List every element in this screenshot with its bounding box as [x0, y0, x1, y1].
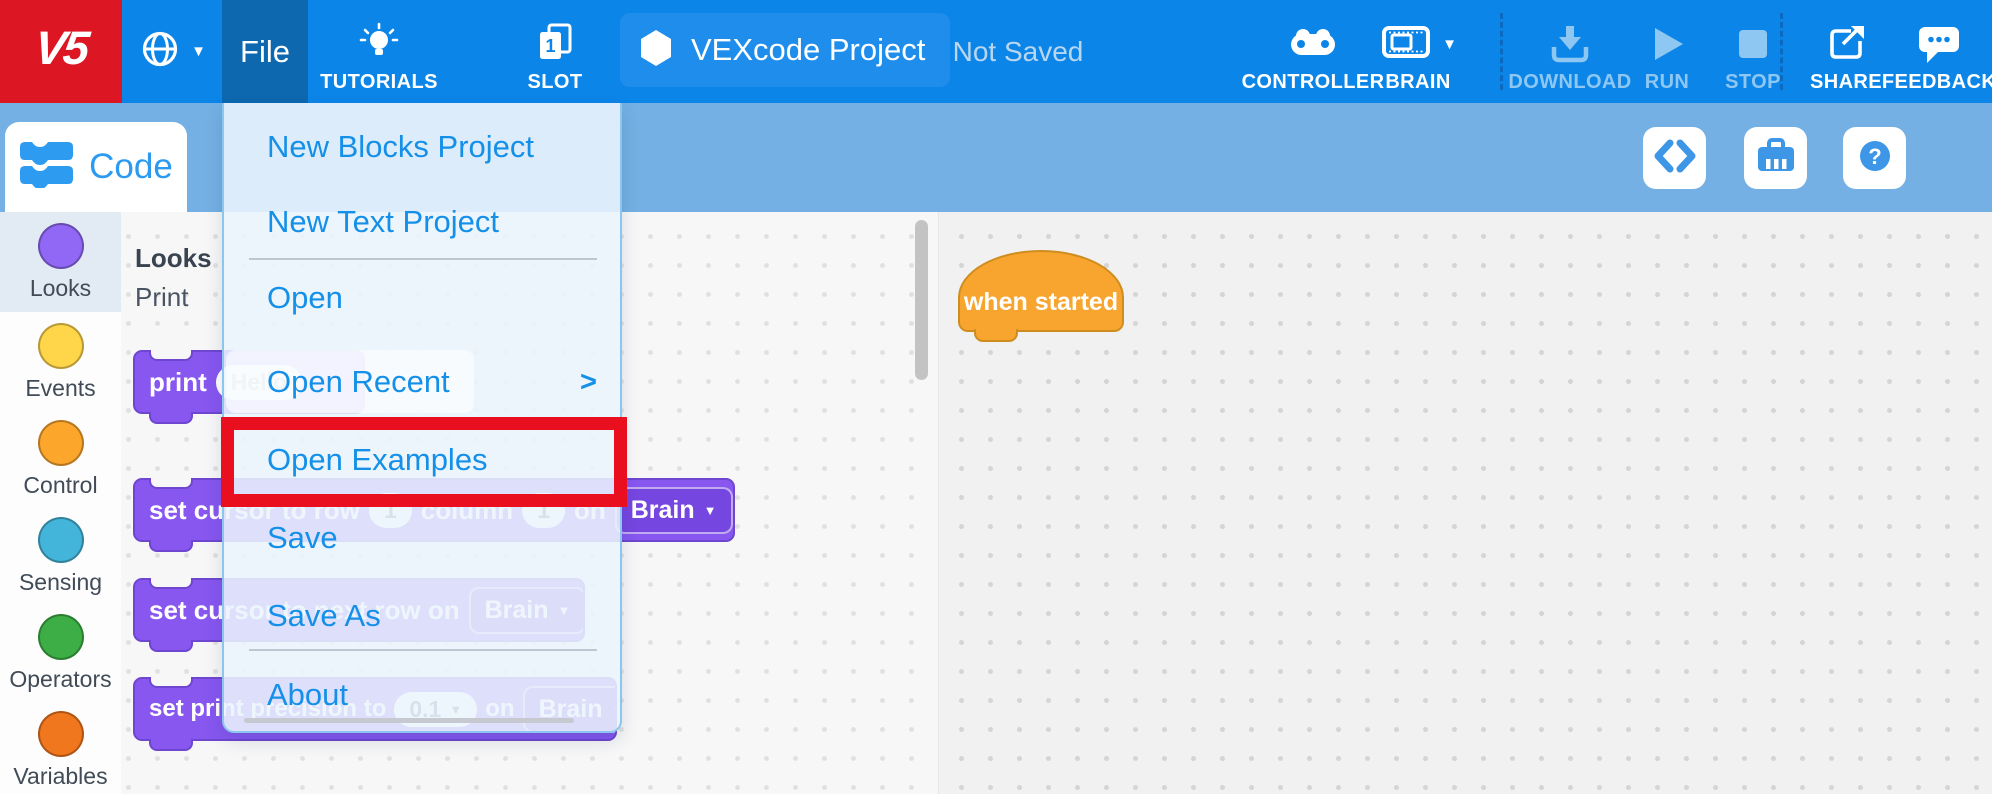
download-button[interactable]: DOWNLOAD [1508, 0, 1631, 103]
logo-text: V5 [32, 20, 90, 74]
top-toolbar: V5 ▼ File TUTORIALS 1 SLOT [0, 0, 1992, 103]
run-label: RUN [1644, 71, 1690, 93]
tutorials-button[interactable]: TUTORIALS [318, 0, 440, 103]
download-label: DOWNLOAD [1508, 71, 1632, 93]
palette-section-label: Print [135, 282, 189, 312]
toolbox-button[interactable] [1744, 127, 1807, 189]
feedback-bubble-icon [1915, 20, 1963, 68]
sensing-category-dot [37, 517, 84, 563]
tutorials-label: TUTORIALS [320, 71, 438, 93]
control-category-dot [37, 420, 84, 466]
menu-divider [249, 258, 597, 260]
events-category-dot [37, 323, 84, 369]
toolbar-separator [1780, 13, 1783, 90]
sidebar-item-sensing[interactable]: Sensing [0, 506, 121, 603]
menu-item-new-blocks-project[interactable]: New Blocks Project [267, 129, 535, 164]
looks-category-dot [37, 223, 84, 269]
chevron-down-icon: ▼ [703, 502, 717, 518]
globe-icon [138, 27, 182, 76]
lightbulb-icon [356, 20, 402, 68]
run-button[interactable]: RUN [1624, 0, 1710, 103]
language-globe-button[interactable]: ▼ [122, 0, 222, 103]
menu-hover-highlight [226, 350, 474, 413]
controller-button[interactable]: CONTROLLER [1242, 0, 1384, 103]
workspace-canvas[interactable]: when started [938, 212, 1992, 794]
vex-v5-logo: V5 [0, 0, 122, 103]
tab-code[interactable]: Code [5, 122, 187, 212]
brain-button[interactable]: ▼ BRAIN [1358, 0, 1478, 103]
sidebar-item-events[interactable]: Events [0, 312, 121, 409]
help-button[interactable]: ? [1843, 127, 1906, 189]
slot-number: 1 [545, 36, 555, 56]
slot-button[interactable]: 1 SLOT [520, 0, 590, 103]
svg-text:?: ? [1868, 144, 1881, 169]
angle-brackets-icon [1651, 138, 1699, 179]
project-title-pill[interactable]: VEXcode Project [620, 13, 950, 87]
menu-item-open-recent[interactable]: Open Recent [267, 364, 450, 399]
controller-label: CONTROLLER [1241, 71, 1385, 93]
menu-item-save[interactable]: Save [267, 520, 338, 555]
blocks-icon [19, 138, 77, 197]
device-dropdown[interactable]: Brain ▼ [614, 486, 733, 534]
tab-code-label: Code [89, 147, 173, 186]
project-title: VEXcode Project [691, 32, 926, 67]
save-status: Not Saved [952, 35, 1084, 67]
feedback-button[interactable]: FEEDBACK [1882, 0, 1992, 103]
menu-item-about[interactable]: About [267, 677, 349, 712]
toolbox-icon [1753, 135, 1799, 182]
stop-button[interactable]: STOP [1714, 0, 1792, 103]
palette-scrollbar[interactable] [915, 220, 928, 380]
sidebar-item-variables[interactable]: Variables [0, 700, 121, 794]
file-menu-button[interactable]: File [222, 0, 308, 103]
file-menu-label: File [240, 33, 290, 69]
menu-item-open[interactable]: Open [267, 280, 343, 315]
controller-icon [1285, 20, 1341, 68]
stop-label: STOP [1725, 71, 1781, 93]
brain-icon [1379, 21, 1433, 68]
menu-scroll-track [244, 718, 574, 723]
share-label: SHARE [1809, 71, 1882, 93]
share-button[interactable]: SHARE [1800, 0, 1892, 103]
block-category-sidebar: Looks Events Control Sensing Operators V… [0, 212, 121, 794]
sidebar-item-looks[interactable]: Looks [0, 212, 121, 312]
sidebar-item-operators[interactable]: Operators [0, 603, 121, 700]
chevron-down-icon: ▼ [1442, 35, 1457, 53]
stop-square-icon [1734, 20, 1772, 68]
play-icon [1647, 20, 1687, 68]
sidebar-item-control[interactable]: Control [0, 409, 121, 506]
hexagon-icon [638, 28, 674, 73]
menu-item-save-as[interactable]: Save As [267, 598, 381, 633]
variables-category-dot [37, 711, 84, 757]
slot-pages-icon: 1 [532, 20, 578, 68]
share-icon [1823, 20, 1869, 68]
chevron-down-icon: ▼ [191, 43, 206, 60]
slot-label: SLOT [527, 71, 583, 93]
operators-category-dot [37, 614, 84, 660]
when-started-block[interactable]: when started [958, 250, 1124, 342]
menu-item-open-examples[interactable]: Open Examples [267, 442, 488, 477]
red-highlight-box [221, 417, 627, 507]
feedback-label: FEEDBACK [1881, 71, 1992, 93]
toolbar-separator [1500, 13, 1503, 90]
brain-label: BRAIN [1385, 71, 1451, 93]
menu-item-new-text-project[interactable]: New Text Project [267, 204, 500, 239]
palette-category-header: Looks [135, 243, 212, 273]
question-mark-icon: ? [1855, 136, 1895, 181]
file-dropdown-menu: New Blocks Project New Text Project Open… [221, 103, 627, 733]
submenu-arrow-icon: > [580, 366, 597, 398]
code-viewer-button[interactable] [1643, 127, 1706, 189]
menu-divider [249, 649, 597, 651]
download-icon [1545, 20, 1595, 68]
